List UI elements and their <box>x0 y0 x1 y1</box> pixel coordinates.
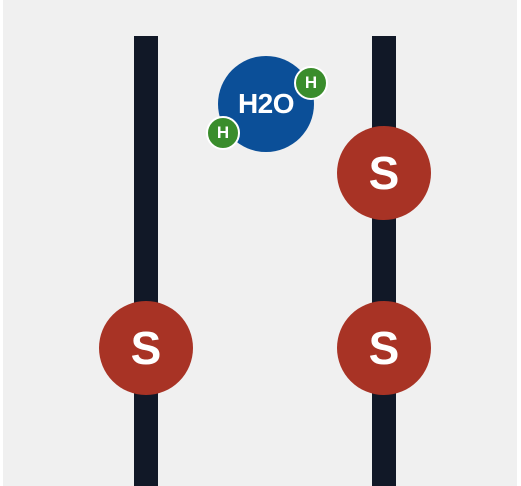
sulfur-bead-label: S <box>368 322 400 374</box>
sulfur-bead-label: S <box>130 322 162 374</box>
water-molecule[interactable]: H2O H H <box>198 52 343 162</box>
hydrogen-atom-bottom: H <box>206 116 240 150</box>
hydrogen-label: H <box>304 73 318 92</box>
sulfur-bead-label: S <box>368 147 400 199</box>
sulfur-bead-left-bottom[interactable]: S <box>99 301 193 395</box>
sulfur-bead-right-top[interactable]: S <box>337 126 431 220</box>
left-rod <box>134 36 158 486</box>
hydrogen-label: H <box>216 123 230 142</box>
hydrogen-atom-top: H <box>294 66 328 100</box>
right-rod <box>372 36 396 486</box>
molecule-label: H2O <box>237 88 295 119</box>
sulfur-bead-right-bottom[interactable]: S <box>337 301 431 395</box>
game-board: S S S H2O H H <box>3 0 517 486</box>
